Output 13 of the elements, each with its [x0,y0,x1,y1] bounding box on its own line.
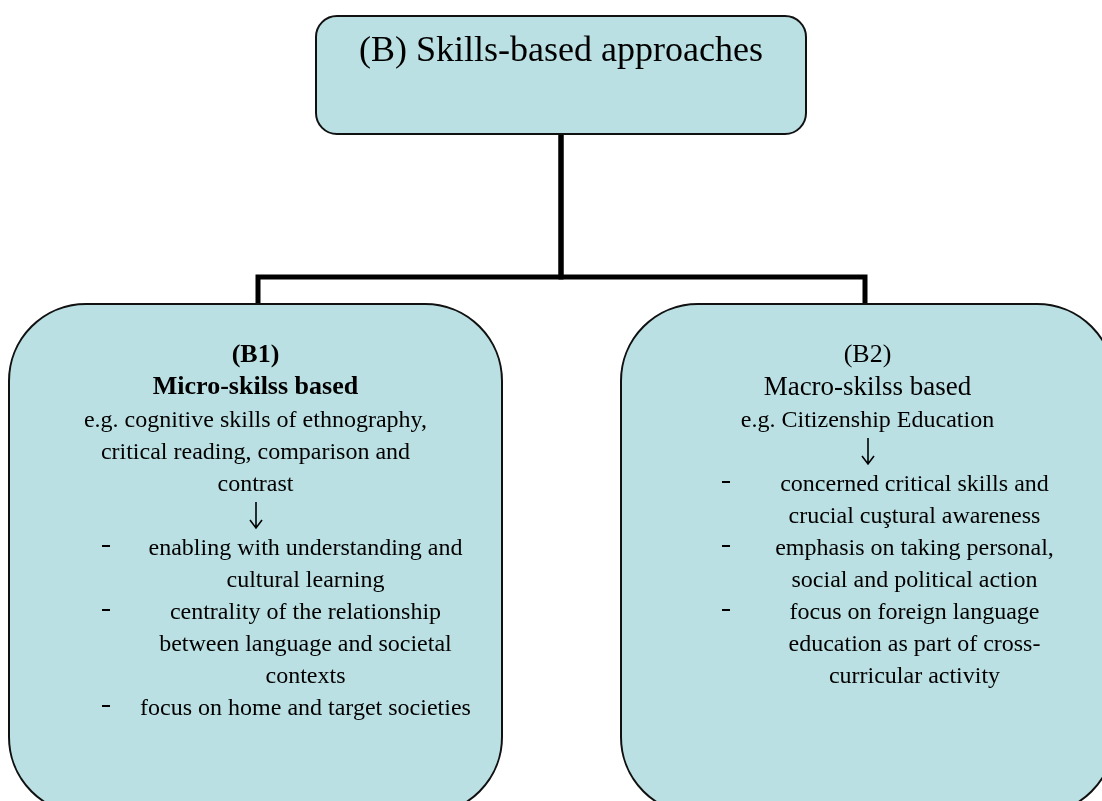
bullet-text: focus on foreign language education as part of cross-curricular activity [787,597,1042,690]
box-heading: Micro-skilss based [152,370,359,402]
category-box [620,303,1102,801]
box-code: (B2) [843,339,892,369]
box-title: (B) Skills-based approaches [359,28,763,71]
box-code: (B1) [231,339,280,369]
box-heading: Macro-skilss based [763,370,972,403]
bullet-text: focus on home and target societies [139,693,472,722]
heading-box [315,15,807,135]
example-text: e.g. Citizenship Education [739,405,996,434]
example-text: e.g. cognitive skills of ethnography, critical reading, comparison and contrast [82,405,428,498]
category-box [8,303,503,801]
connector-line [558,135,868,303]
